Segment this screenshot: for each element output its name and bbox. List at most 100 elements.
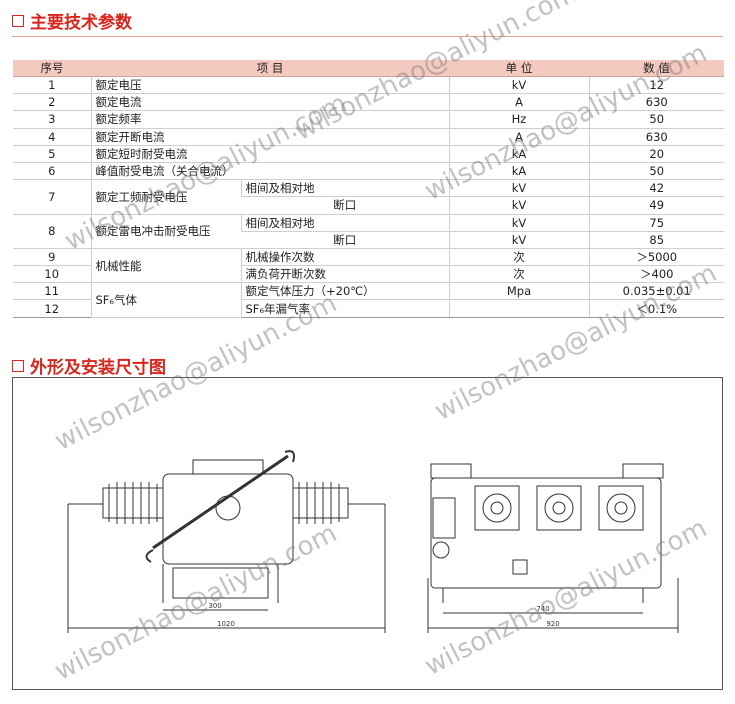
cell-no: 4 <box>13 128 91 146</box>
operating-arm <box>152 454 289 550</box>
cell-value: 85 <box>588 231 724 249</box>
cell-unit: kV <box>448 231 589 249</box>
dim-label-920: 920 <box>546 620 559 628</box>
cell-item: 额定开断电流 <box>90 128 449 146</box>
cell-value: 12 <box>588 76 724 95</box>
dim-label-740: 740 <box>536 605 549 613</box>
cell-unit: kA <box>448 162 589 181</box>
cell-subitem: 相间及相对地 <box>240 214 449 232</box>
dim-label-300: 300 <box>208 602 221 610</box>
dim-label-1020: 1020 <box>217 620 235 628</box>
cell-no: 12 <box>13 299 91 318</box>
cell-value: 42 <box>588 179 724 198</box>
cell-unit: kV <box>448 179 589 198</box>
mount-frame <box>172 567 269 599</box>
terminal-2 <box>536 485 582 531</box>
cell-item: 额定电压 <box>90 76 449 95</box>
cell-subitem: 额定气体压力（+20℃） <box>240 282 449 301</box>
front-view-drawing <box>427 463 679 633</box>
table-row: 9 机械性能 机械操作次数 次 ＞5000 <box>13 248 724 284</box>
cell-value: 630 <box>588 128 724 146</box>
right-bushing <box>292 482 385 524</box>
cell-subitem: 机械操作次数 <box>240 248 449 267</box>
drawing-svg: 300 1020 740 920 <box>67 450 679 633</box>
cell-value: 20 <box>588 145 724 163</box>
cell-subitem: 断口 <box>241 196 449 215</box>
cell-item: 额定短时耐受电流 <box>90 145 449 163</box>
side-view-drawing <box>67 450 386 633</box>
cell-no: 9 <box>13 248 91 267</box>
checkbox-icon <box>12 14 24 27</box>
cell-no: 5 <box>13 145 91 163</box>
cell-no: 10 <box>13 265 91 284</box>
cell-item: 额定电流 <box>90 93 449 112</box>
top-bracket <box>192 459 264 475</box>
checkbox-icon <box>12 359 24 372</box>
cell-item: 额定雷电冲击耐受电压 <box>90 214 241 249</box>
dimension-drawing: 300 1020 740 920 <box>12 377 723 690</box>
cell-subitem: SF₆年漏气率 <box>240 299 449 318</box>
cell-subitem: 断口 <box>241 231 449 249</box>
cell-value: 630 <box>588 93 724 112</box>
cell-unit: A <box>448 128 589 146</box>
section-title-params: 主要技术参数 <box>12 8 132 33</box>
table-row: 5 额定短时耐受电流 kA 20 <box>13 145 724 163</box>
params-table: 序号 项 目 单 位 数 值 1 额定电压 kV 12 2 额定电流 A 630… <box>13 60 724 318</box>
table-row: 11 SF₆气体 额定气体压力（+20℃） Mpa 0.035±0.01 <box>13 282 724 318</box>
header-unit: 单 位 <box>449 60 589 77</box>
cell-value: 50 <box>588 110 724 129</box>
cell-unit: 次 <box>448 248 589 267</box>
table-row: 8 额定雷电冲击耐受电压 相间及相对地 kV 75 <box>13 214 724 249</box>
cell-no: 3 <box>13 110 91 129</box>
terminal-3 <box>598 485 644 531</box>
cell-value: 0.035±0.01 <box>588 282 724 301</box>
shaft-circle <box>215 495 241 521</box>
title-divider <box>12 36 723 37</box>
terminal-1 <box>474 485 520 531</box>
table-row: 2 额定电流 A 630 <box>13 93 724 112</box>
cell-unit: kV <box>448 76 589 95</box>
cell-no: 8 <box>13 214 91 249</box>
cell-unit: Mpa <box>448 282 589 301</box>
section-title-text: 外形及安装尺寸图 <box>30 358 166 378</box>
table-header-row: 序号 项 目 单 位 数 值 <box>13 60 724 77</box>
table-row: 12 SF₆年漏气率 ＜0.1% <box>13 299 724 318</box>
table-row: 断口 kV 85 <box>13 231 724 249</box>
cell-unit: kV <box>448 196 589 215</box>
header-no: 序号 <box>13 60 91 77</box>
table-row: 7 额定工频耐受电压 相间及相对地 kV 42 <box>13 179 724 215</box>
cell-unit: 次 <box>448 265 589 284</box>
table-row: 3 额定频率 Hz 50 <box>13 110 724 129</box>
table-row: 4 额定开断电流 A 630 <box>13 128 724 146</box>
cell-item: SF₆气体 <box>90 282 241 318</box>
cell-unit <box>448 299 589 318</box>
table-row: 10 满负荷开断次数 次 ＞400 <box>13 265 724 284</box>
table-row: 6 峰值耐受电流（关合电流） kA 50 <box>13 162 724 181</box>
cell-unit: A <box>448 93 589 112</box>
left-bushing <box>68 482 164 524</box>
cell-value: 75 <box>588 214 724 232</box>
cell-no: 1 <box>13 76 91 95</box>
cell-value: ＞400 <box>588 265 724 284</box>
cell-subitem: 满负荷开断次数 <box>240 265 449 284</box>
table-row: 1 额定电压 kV 12 <box>13 76 724 95</box>
header-item: 项 目 <box>91 60 449 77</box>
cell-unit: kA <box>448 145 589 163</box>
cell-subitem: 相间及相对地 <box>240 179 449 198</box>
gauge-box <box>432 497 456 539</box>
cell-no: 11 <box>13 282 91 301</box>
tank-body <box>162 473 294 565</box>
cell-unit: Hz <box>448 110 589 129</box>
section-title-dimensions: 外形及安装尺寸图 <box>12 353 166 378</box>
front-tank <box>430 477 662 589</box>
cell-unit: kV <box>448 214 589 232</box>
section-title-text: 主要技术参数 <box>30 13 132 33</box>
header-value: 数 值 <box>589 60 724 77</box>
cell-no: 6 <box>13 162 91 181</box>
pressure-gauge <box>432 541 450 559</box>
cell-value: 49 <box>588 196 724 215</box>
cell-no: 7 <box>13 179 91 215</box>
cell-item: 峰值耐受电流（关合电流） <box>90 162 449 181</box>
cell-item: 额定工频耐受电压 <box>90 179 241 215</box>
cell-item: 机械性能 <box>90 248 241 284</box>
